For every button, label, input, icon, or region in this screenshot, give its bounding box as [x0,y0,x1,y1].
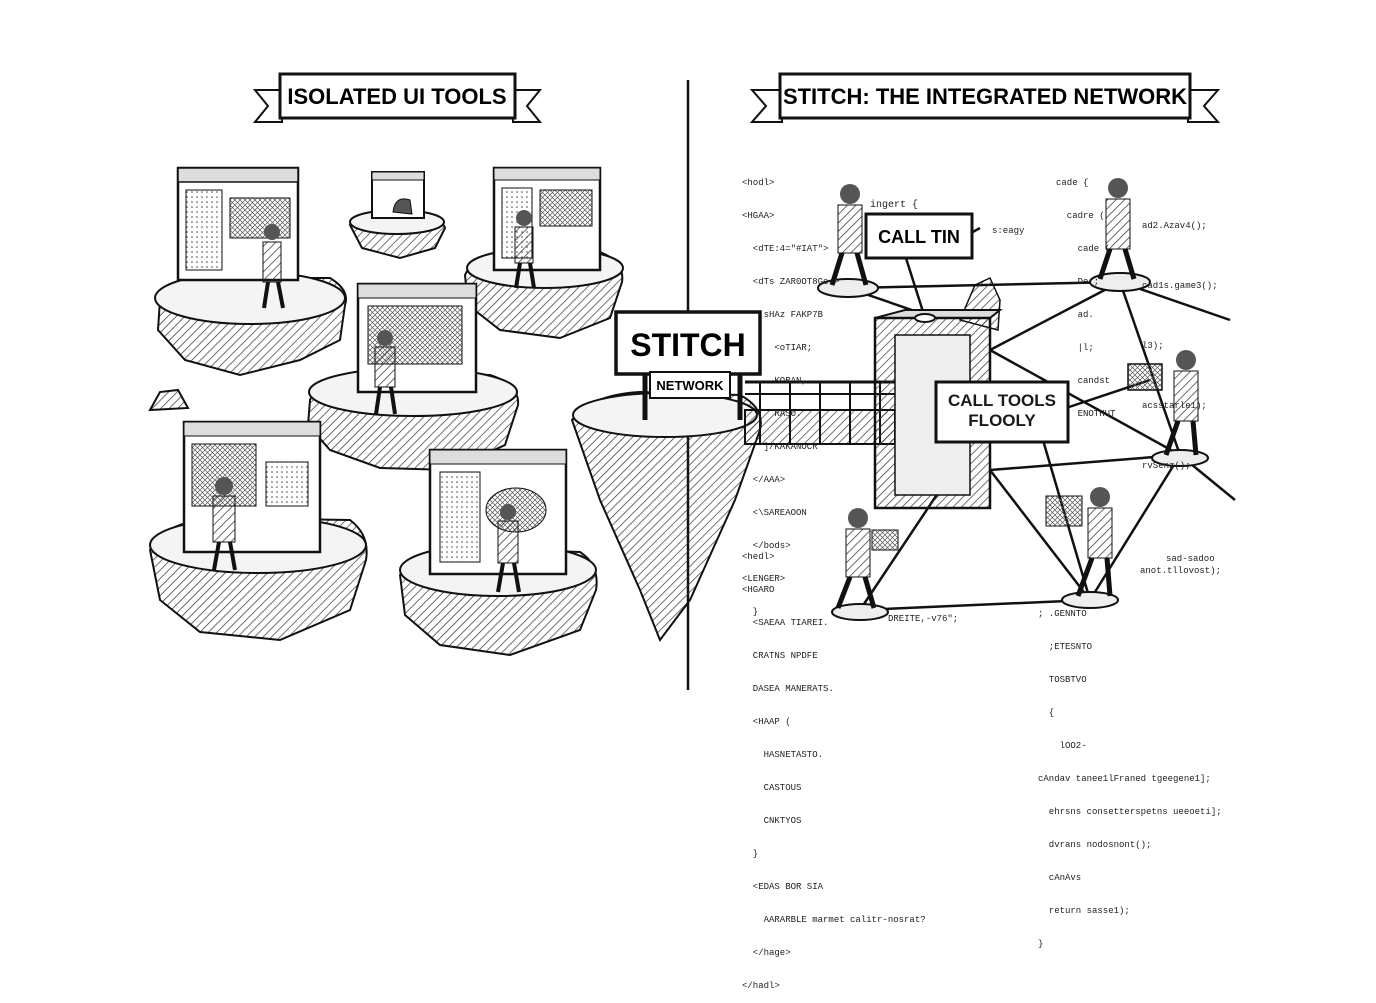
island-1 [154,166,347,377]
right-banner-title: STITCH: THE INTEGRATED NETWORK [783,84,1187,109]
illustration: ISOLATED UI TOOLS STITCH: THE INTEGRATED… [148,72,1236,690]
code-line: |l; [1056,343,1094,353]
code-line: <LENGER> [742,574,786,584]
code-line: ehrsns consetterspetns ueeoeti]; [1038,807,1222,817]
code-line: <dTE:4="#IAT"> [742,244,829,254]
code-line: De ; [1056,277,1100,287]
code-line: </hadl> [742,981,780,991]
code-line: KORAN, [742,376,807,386]
code-line: return sasse1); [1038,906,1130,916]
diagram-canvas: ISOLATED UI TOOLS STITCH: THE INTEGRATED… [148,72,1236,991]
person-right-laptop [1127,350,1209,467]
code-line: candst [1056,376,1111,386]
person-top-left [817,184,879,298]
code-line: ]/KAKANOCR [742,442,818,452]
code-line: <oTIAR; [742,343,813,353]
code-line: l3); [1142,341,1164,351]
code-line: } [1038,939,1044,949]
code-line: { [1038,708,1055,718]
left-banner-title: ISOLATED UI TOOLS [287,84,506,109]
code-bottom-right: sad-sadoo ; .GENNTO ;ETESNTO TOSBTVO { l… [1038,532,1222,961]
code-line: cade ( [1056,244,1111,254]
stitch-island: STITCH NETWORK [570,310,762,643]
code-line: TOSBTVO [1038,675,1087,685]
bubble-call-tools: CALL TOOLS FLOOLY [934,380,1070,444]
bubble-call-tin: CALL TIN [864,212,974,260]
code-line: cad1s.game3(); [1142,281,1218,291]
code-line: ad. [1056,310,1094,320]
bubble-call-tools-text: CALL TOOLS FLOOLY [948,391,1056,430]
left-banner: ISOLATED UI TOOLS [252,72,543,123]
code-line: </AAA> [742,475,786,485]
code-line: HASNETASTO. [742,750,824,760]
code-line: sad-sadoo [1166,554,1215,564]
code-line: DASEA MANERATS. [742,684,834,694]
code-line: <hedl> [742,552,775,562]
code-line: <dTs ZAR0OT8Ge > [742,277,840,287]
code-line: <\SAREAOON [742,508,807,518]
code-line: </bods> [742,541,791,551]
code-line: } [742,607,759,617]
code-line: ; .GENNTO [1038,609,1087,619]
code-line: <EDAS BOR SIA [742,882,824,892]
code-mid-label: ingert { [870,200,919,211]
stitch-sign-title: STITCH [630,327,746,363]
code-line: cade { [1056,178,1089,188]
code-line: cAndav tanee1lFraned tgeegene1]; [1038,774,1211,784]
code-right-calls: ad2.Azav4(); cad1s.game3(); l3); acsstar… [1142,176,1218,496]
code-line: <hodl> [742,178,775,188]
code-line: ENOTHUT [1056,409,1116,419]
code-line: } [742,849,759,859]
small-rock [148,388,190,412]
stitch-sign-subtitle: NETWORK [656,378,724,393]
person-bottom-right [1045,487,1119,609]
code-bottom-mid: DREITE,-v76"; [888,614,959,624]
code-line: CRATNS NPDFE [742,651,818,661]
code-line: ;ETESNTO [1038,642,1093,652]
person-top-right [1089,178,1151,292]
code-line: AARARBLE marmet calitr-nosrat? [742,915,926,925]
code-line: cAnAvs [1038,873,1082,883]
island-2 [348,171,447,260]
code-line: <HAAP ( [742,717,791,727]
code-line: ad2.Azav4(); [1142,221,1207,231]
code-top-right: cade { cadre ( cade ( De ; ad. |l; cands… [1056,156,1115,431]
code-line: CNKTYOS [742,816,802,826]
code-line: rvSenz(); [1142,461,1191,471]
code-line: RASO. [742,409,802,419]
code-line: <HGARO [742,585,775,595]
code-line: <HGAA> [742,211,775,221]
person-bottom-left [831,508,899,621]
code-line: lOO2- [1038,741,1087,751]
island-5 [148,420,368,642]
code-mid-label-2: s:eagy [992,226,1025,236]
bubble-call-tin-text: CALL TIN [878,227,960,247]
code-line: cadre ( [1056,211,1105,221]
right-banner: STITCH: THE INTEGRATED NETWORK [749,72,1221,123]
island-3 [463,166,624,340]
code-line: <SAEAA TIAREI. [742,618,829,628]
code-line: sHAz FAKP7B [742,310,824,320]
code-line: dvrans nodosnont(); [1038,840,1152,850]
code-line: acsstarle1); [1142,401,1207,411]
code-bottom-left: <hedl> <HGARO <SAEAA TIAREI. CRATNS NPDF… [742,530,926,1003]
island-4 [306,282,520,472]
code-line: CASTOUS [742,783,802,793]
code-bottom-right-2: anot.tllovost); [1140,566,1222,576]
code-line: </hage> [742,948,791,958]
island-6 [398,448,598,657]
code-top-left: <hodl> <HGAA> <dTE:4="#IAT"> <dTs ZAR0OT… [742,156,839,629]
bridge [744,380,896,445]
